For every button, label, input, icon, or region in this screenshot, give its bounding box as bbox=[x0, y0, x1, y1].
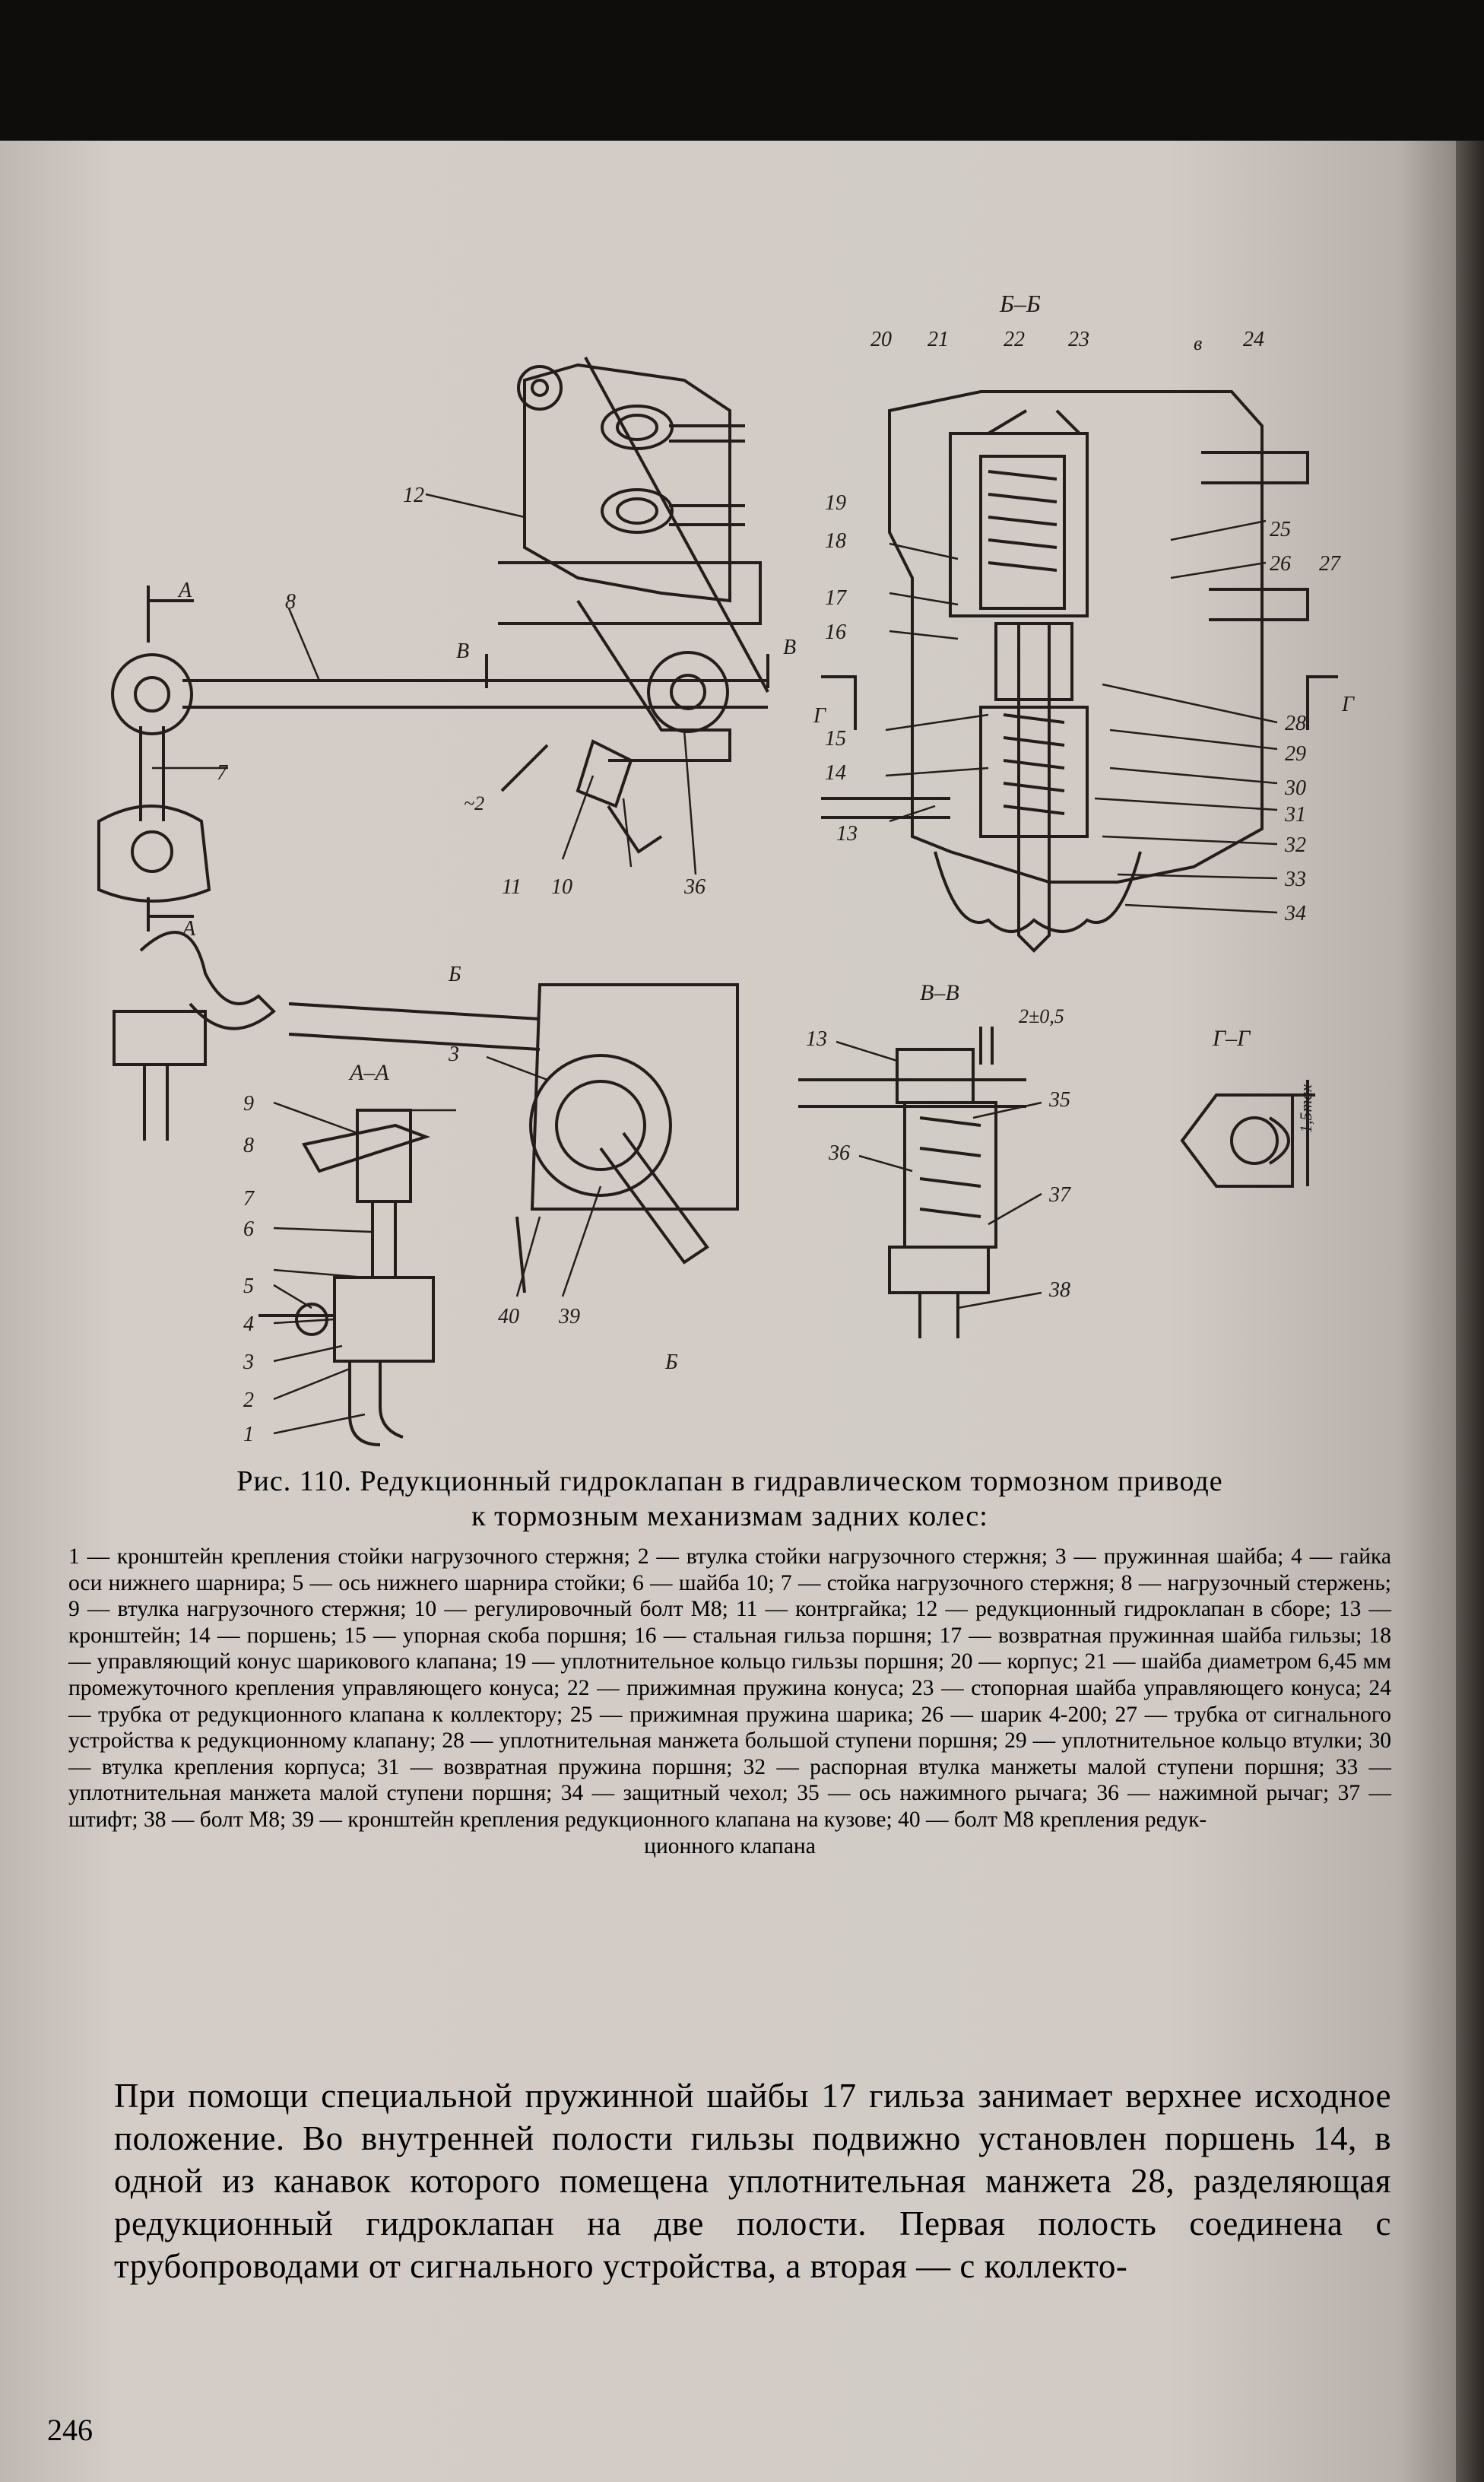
arrow-label-b-bottom: Б bbox=[664, 1350, 678, 1374]
callout-1: 1 bbox=[243, 1423, 254, 1446]
callout-8-section: 8 bbox=[243, 1134, 254, 1157]
legend-text: 1 — кронштейн крепления стойки нагрузочн… bbox=[68, 1544, 1391, 1832]
callout-15: 15 bbox=[825, 727, 846, 751]
callout-13-section: 13 bbox=[806, 1027, 827, 1051]
callout-36: 36 bbox=[683, 875, 706, 899]
section-label-g-g: Г–Г bbox=[1212, 1026, 1251, 1051]
body-paragraph: При помощи специальной пружинной шайбы 1… bbox=[114, 2077, 1391, 2285]
legend-text-end: ционного клапана bbox=[644, 1833, 816, 1858]
callout-20: 20 bbox=[870, 328, 892, 351]
callout-28: 28 bbox=[1285, 712, 1306, 735]
arrow-label-a-top: А bbox=[177, 579, 192, 602]
callout-40: 40 bbox=[498, 1305, 519, 1328]
figure-legend: 1 — кронштейн крепления стойки нагрузочн… bbox=[68, 1544, 1391, 1859]
dimension-label-gap: 2±0,5 bbox=[1019, 1005, 1064, 1027]
callout-30: 30 bbox=[1284, 776, 1306, 800]
arrow-label-g-right: Г bbox=[1341, 693, 1355, 716]
figure-caption-title: Рис. 110. Редукционный гидроклапан в гид… bbox=[68, 1464, 1391, 1534]
callout-19: 19 bbox=[825, 491, 846, 515]
book-gutter bbox=[1456, 141, 1484, 2482]
arrow-label-v-right: В bbox=[783, 636, 796, 659]
callout-31: 31 bbox=[1284, 803, 1306, 827]
section-label-a-a: А–А bbox=[348, 1060, 389, 1085]
section-g-g-drawing bbox=[1180, 1080, 1315, 1188]
callout-38: 38 bbox=[1048, 1278, 1070, 1302]
callout-7: 7 bbox=[217, 761, 228, 785]
page-number: 246 bbox=[47, 2413, 93, 2447]
callout-4: 4 bbox=[243, 1312, 254, 1336]
callout-36-section: 36 bbox=[828, 1141, 850, 1165]
dimension-label-max: 1,5max bbox=[1296, 1084, 1315, 1133]
callout-14: 14 bbox=[825, 761, 846, 785]
callout-7-section: 7 bbox=[243, 1187, 255, 1211]
callout-26: 26 bbox=[1270, 552, 1291, 576]
callout-12: 12 bbox=[403, 484, 424, 507]
top-left-assembly-drawing bbox=[97, 357, 769, 932]
callout-39: 39 bbox=[558, 1305, 580, 1328]
callout-16: 16 bbox=[825, 620, 846, 644]
callout-13: 13 bbox=[836, 822, 858, 846]
section-label-v-v: В–В bbox=[920, 980, 959, 1005]
section-label-b-b: Б–Б bbox=[999, 290, 1041, 317]
arrow-label-b-top: Б bbox=[448, 963, 461, 986]
callout-18: 18 bbox=[825, 529, 846, 553]
callout-25: 25 bbox=[1270, 518, 1291, 541]
callout-21: 21 bbox=[928, 328, 949, 351]
callout-11: 11 bbox=[502, 875, 522, 899]
caption-title-line-2: к тормозным механизмам задних колес: bbox=[471, 1500, 988, 1532]
callout-3: 3 bbox=[243, 1350, 254, 1374]
callout-33: 33 bbox=[1284, 868, 1306, 891]
arrow-label-v-left: В bbox=[456, 640, 469, 663]
leader-lines bbox=[152, 493, 1278, 1435]
callout-27: 27 bbox=[1319, 552, 1341, 576]
callout-2: 2 bbox=[243, 1389, 254, 1412]
callout-10: 10 bbox=[551, 875, 572, 899]
callout-24: 24 bbox=[1243, 328, 1264, 351]
callout-22: 22 bbox=[1004, 328, 1025, 351]
arrow-label-a-bottom: А bbox=[181, 917, 196, 941]
callout-23: 23 bbox=[1068, 328, 1089, 351]
callout-34: 34 bbox=[1284, 902, 1306, 925]
callout-17: 17 bbox=[825, 586, 847, 610]
middle-assembly-drawing bbox=[113, 931, 739, 1446]
callout-6: 6 bbox=[243, 1217, 254, 1241]
callout-9: 9 bbox=[243, 1092, 254, 1116]
callout-5: 5 bbox=[243, 1274, 254, 1298]
section-b-b-drawing bbox=[821, 390, 1338, 953]
callout-32: 32 bbox=[1284, 833, 1306, 857]
callout-8: 8 bbox=[285, 590, 296, 614]
section-v-v-drawing bbox=[798, 1027, 1026, 1338]
callout-35: 35 bbox=[1048, 1088, 1070, 1112]
callout-3-assembly: 3 bbox=[448, 1043, 459, 1066]
dimension-label-approx-2: ~2 bbox=[464, 792, 484, 814]
callout-37: 37 bbox=[1048, 1183, 1071, 1207]
caption-title-line-1: Рис. 110. Редукционный гидроклапан в гид… bbox=[236, 1465, 1223, 1497]
technical-figure: Б–Б А–А В–В Г–Г А А В В Б Б Г Г в ~2 2±0… bbox=[97, 290, 1355, 1446]
arrow-label-g-left: Г bbox=[813, 704, 826, 728]
arrow-label-v-small: в bbox=[1194, 332, 1202, 354]
callout-29: 29 bbox=[1285, 742, 1306, 766]
